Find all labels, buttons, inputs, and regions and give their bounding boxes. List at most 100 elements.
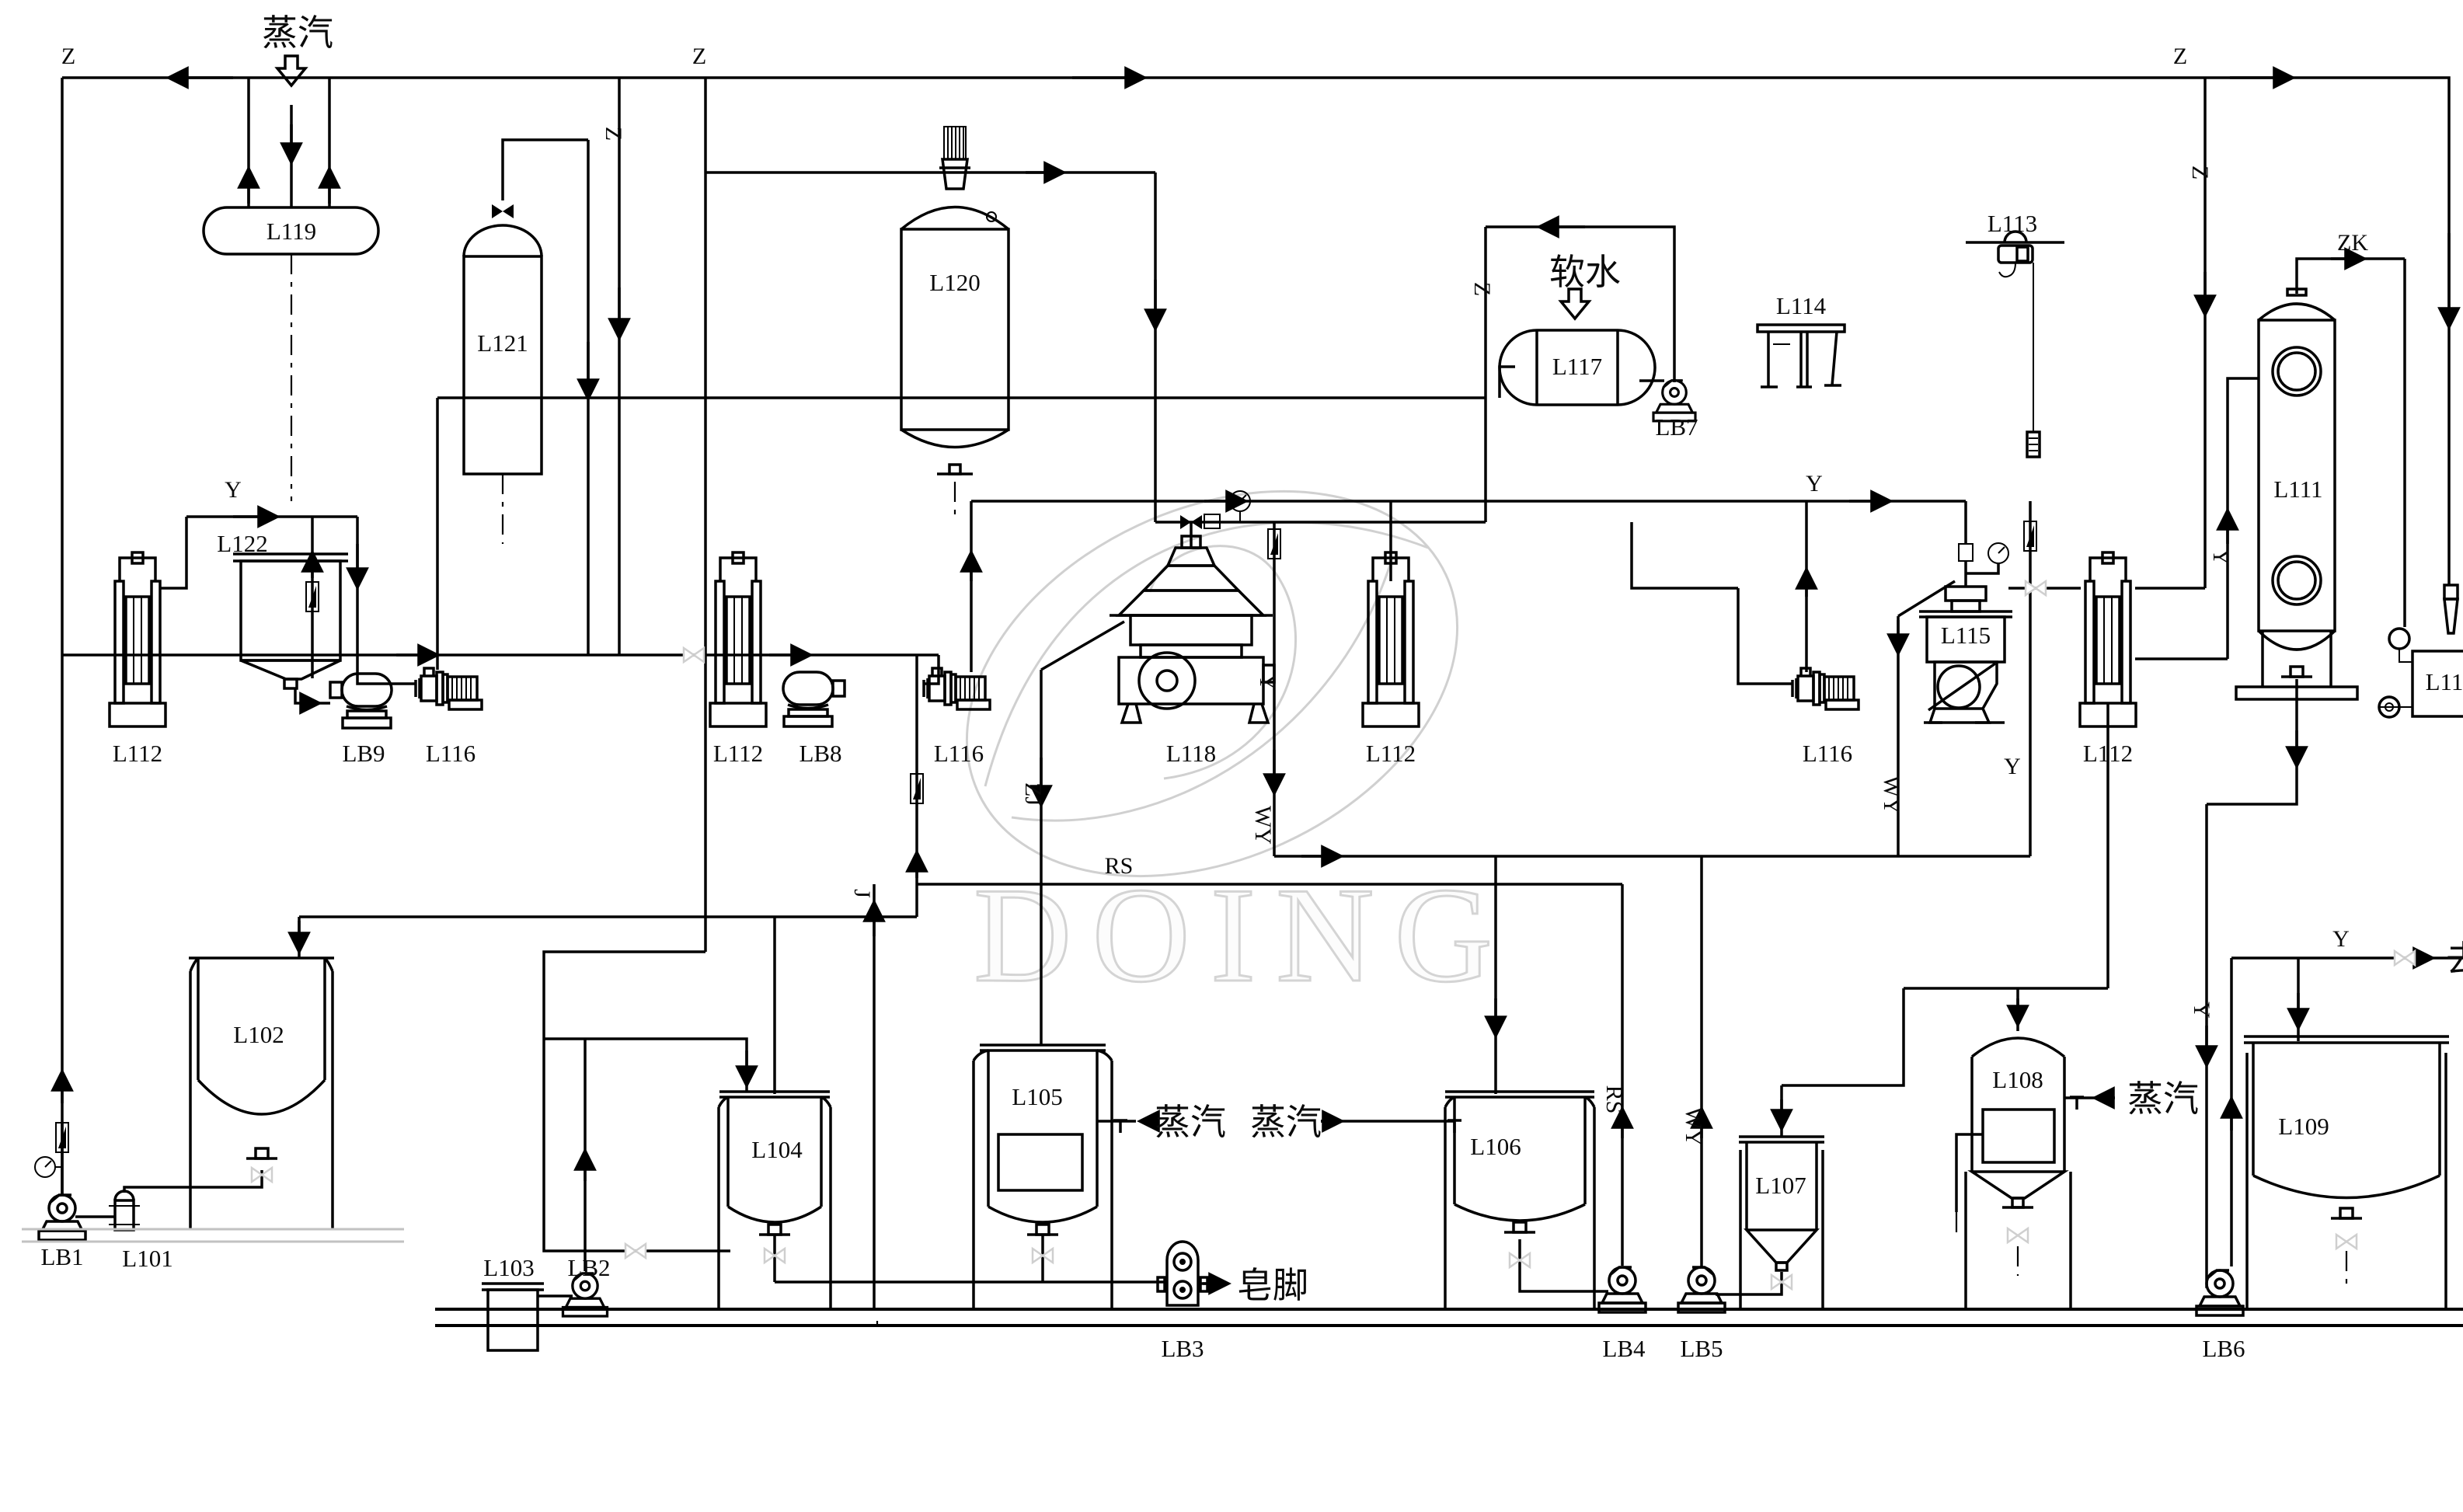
tag-l106: L106 [1470,1133,1521,1160]
tag-l115: L115 [1941,622,1991,649]
equipment-l116-pump-3 [1791,667,1860,711]
equipment-l107-tank [1739,1135,1824,1309]
tag-l108: L108 [1992,1066,2043,1093]
tag-l116: L116 [1803,740,1852,767]
equipment-l117-vessel [1498,287,1664,406]
tag-lb1: LB1 [40,1243,83,1270]
tag-l110-partial: L11 [2426,668,2463,695]
tag-l119: L119 [267,218,316,245]
equipment-l101-filter [109,1190,140,1232]
equipment-l121-column [462,204,543,476]
annotation-soap-stock: 皂脚 [1237,1264,1308,1306]
annotation-steam: 蒸汽 [1250,1101,1322,1143]
tag-l109: L109 [2278,1113,2329,1140]
equipment-l106-tank [1444,1090,1596,1309]
equipment-l111-column [2235,287,2359,701]
tag-l118: L118 [1166,740,1216,767]
tag-l112: L112 [1366,740,1416,767]
labels: Z Z Z Z Z Z Y Y Y Y Y Y Y ZJ J RS RS WY … [40,12,2463,1362]
tag-lb2: LB2 [567,1254,610,1281]
annotation-steam: 蒸汽 [2127,1078,2199,1120]
equipment-l120-vessel [900,126,1010,476]
tag-lb4: LB4 [1602,1335,1646,1362]
equipment-lb8-pump [782,671,846,728]
equipment-l119-heater [202,206,380,256]
tag-lb8: LB8 [799,740,841,767]
tag-lb7: LB7 [1655,413,1698,441]
tag-lb6: LB6 [2202,1335,2245,1362]
tag-l113: L113 [1987,210,2037,237]
stream-label-zk: ZK [2337,230,2368,256]
stream-label-wy: WY [1250,806,1276,845]
tag-l121: L121 [477,329,528,357]
equipment-lb4-pump [1597,1266,1647,1314]
equipment-l122-hopper [233,552,348,690]
stream-label-j: J [849,889,875,898]
annotation-to: 去 [2446,938,2463,980]
annotation-soft-water: 软水 [1549,251,1621,293]
annotation-steam: 蒸汽 [262,12,333,54]
tag-l107: L107 [1755,1172,1806,1199]
tag-l116: L116 [426,740,476,767]
doing-watermark: DOING [965,489,1513,1012]
equipment-l116-pump-2 [922,667,991,711]
tag-l122: L122 [217,530,267,557]
tag-l114: L114 [1776,292,1827,319]
equipment-l104-tank [717,1090,832,1309]
tag-l120: L120 [929,269,980,296]
stream-label-y: Y [1806,471,1823,496]
stream-label-wy: WY [1681,1107,1706,1146]
stream-label-z: Z [692,44,706,69]
equipment-l108-tank [1964,1036,2085,1309]
lb1-instruments [34,1122,69,1178]
equipment-l112-filter-1 [108,551,167,728]
stream-label-z: Z [61,44,75,69]
stream-label-rs: RS [1601,1085,1627,1114]
flow-arrows [51,66,2461,1295]
tag-l117: L117 [1552,353,1602,380]
tag-l116: L116 [934,740,984,767]
stream-label-y: Y [2004,754,2021,779]
equipment-l112-filter-4 [2078,551,2137,728]
equipment-l103-tank [482,1282,544,1352]
ground-rails [22,1228,2463,1327]
stream-label-z: Z [601,127,626,141]
tag-l112: L112 [2083,740,2133,767]
stream-label-z: Z [2173,44,2187,69]
equipment-l110-vacuum-unit [2378,584,2463,719]
stream-label-y: Y [2208,549,2234,566]
equipment-l115-separator [1919,542,2012,724]
equipment-l102-tank [189,956,334,1230]
stream-label-y: Y [2332,926,2350,952]
tag-l102: L102 [233,1021,284,1048]
tag-l104: L104 [751,1136,803,1163]
tag-l112: L112 [713,740,763,767]
stream-label-y: Y [1255,674,1280,691]
steam-inlet-arrow [274,54,308,88]
stream-label-rs: RS [1105,853,1134,879]
equipment-lb9-pump [329,672,393,730]
centerlines [260,254,2348,1325]
stream-label-zj: ZJ [1020,782,1046,806]
equipment-l116-pump-1 [414,667,483,711]
equipment-l112-filter-2 [709,551,768,728]
watermark-text: DOING [974,859,1513,1010]
tag-l101: L101 [122,1245,172,1272]
tag-l112: L112 [113,740,162,767]
stream-label-wy: WY [1879,775,1904,814]
tag-lb3: LB3 [1161,1335,1204,1362]
stream-label-y: Y [225,477,242,503]
tag-lb5: LB5 [1680,1335,1723,1362]
equipment-l118-separator [1110,490,1276,724]
equipment-l105-tank [972,1043,1129,1309]
equipment-lb3-soap-pump [1156,1240,1209,1307]
tag-l111: L111 [2273,476,2322,503]
equipment-lb5-pump [1677,1266,1726,1314]
annotation-steam: 蒸汽 [1155,1101,1226,1143]
equipment-l109-tank [2244,1035,2449,1309]
stream-label-z: Z [2187,165,2213,179]
tag-l103: L103 [483,1254,534,1281]
tag-l105: L105 [1012,1083,1062,1110]
